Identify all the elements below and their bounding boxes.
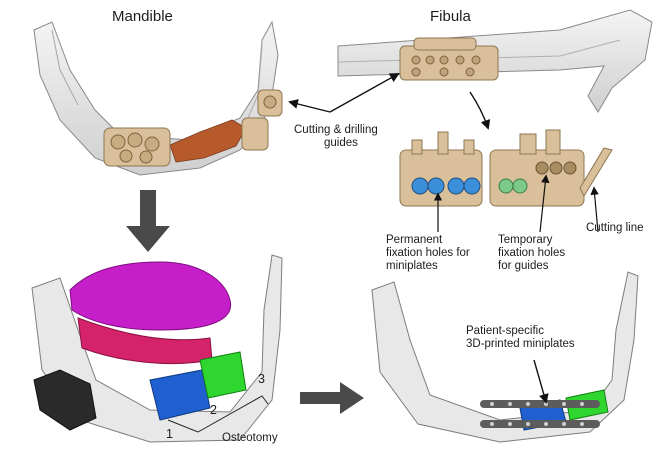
cutting-drilling-label: Cutting & drilling guides bbox=[294, 124, 378, 150]
pointer-guides-mandible bbox=[290, 102, 330, 112]
permanent-holes-label: Permanent fixation holes for miniplates bbox=[386, 234, 470, 273]
upper-teeth bbox=[70, 262, 231, 330]
mandible-final bbox=[372, 272, 638, 442]
temporary-holes-label: Temporary fixation holes for guides bbox=[498, 234, 565, 273]
segment-2-body bbox=[200, 352, 246, 398]
segment-label-2: 2 bbox=[210, 403, 217, 417]
osteotomy-label: Osteotomy bbox=[222, 432, 278, 445]
miniplates-label: Patient-specific 3D-printed miniplates bbox=[466, 325, 575, 351]
drilling-guide-left bbox=[104, 128, 170, 166]
mandible-title: Mandible bbox=[112, 9, 173, 26]
pointer-to-closeup bbox=[470, 92, 488, 128]
drilling-guide-right bbox=[242, 90, 282, 150]
guide-permanent bbox=[400, 132, 482, 206]
segment-label-3: 3 bbox=[258, 372, 265, 386]
segment-label-1: 1 bbox=[166, 427, 173, 441]
process-arrow-right bbox=[300, 382, 364, 414]
guide-temporary bbox=[490, 130, 612, 206]
cutting-line-label: Cutting line bbox=[586, 222, 644, 235]
pointer-miniplates bbox=[534, 360, 546, 402]
mandible-top bbox=[34, 22, 282, 175]
process-arrow-down bbox=[126, 190, 170, 252]
mandible-bottom bbox=[32, 255, 282, 442]
fibula-bone bbox=[338, 10, 652, 112]
fibula-title: Fibula bbox=[430, 9, 471, 26]
resection-segment bbox=[170, 120, 246, 162]
cutting-plane bbox=[580, 148, 612, 196]
pointer-guides-fibula bbox=[330, 74, 398, 112]
